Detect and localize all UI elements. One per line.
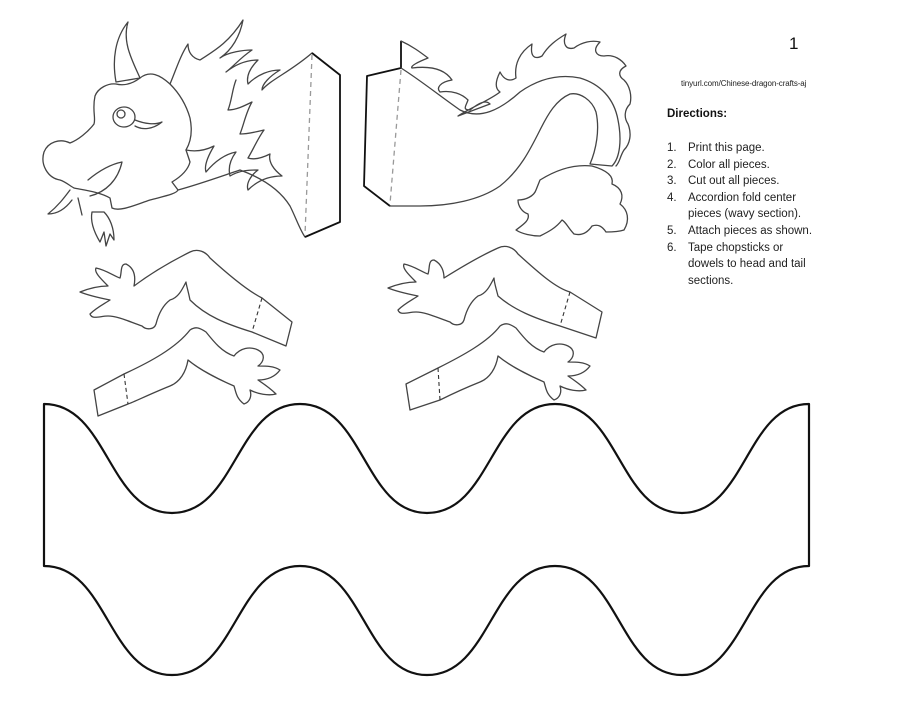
dragon-tail-piece	[363, 33, 632, 237]
step-text: Print this page.	[688, 142, 765, 154]
direction-step: 4. Accordion fold center pieces (wavy se…	[667, 190, 817, 223]
wavy-body-piece	[42, 402, 811, 677]
step-text: Attach pieces as shown.	[688, 224, 813, 237]
direction-step: 5. Attach pieces as shown.	[667, 223, 817, 240]
directions-list: 1. Print this page. 2. Color all pieces.…	[667, 140, 817, 289]
step-number: 4.	[667, 191, 677, 204]
direction-step: 3. Cut out all pieces.	[667, 173, 817, 190]
step-text: Tape chopsticks or dowels to head and ta…	[688, 241, 806, 287]
step-number: 6.	[667, 241, 677, 254]
step-number: 3.	[667, 175, 677, 188]
right-legs-pieces	[387, 245, 603, 411]
page-number: 1	[789, 34, 799, 53]
step-number: 5.	[667, 224, 677, 237]
step-text: Accordion fold center pieces (wavy secti…	[688, 191, 802, 221]
directions-heading: Directions:	[667, 108, 728, 120]
source-url: tinyurl.com/Chinese-dragon-crafts-aj	[681, 79, 807, 88]
step-text: Cut out all pieces.	[688, 175, 780, 188]
step-number: 1.	[667, 142, 677, 154]
dragon-head-piece	[42, 19, 341, 247]
direction-step: 2. Color all pieces.	[667, 157, 817, 174]
step-text: Color all pieces.	[688, 158, 770, 171]
direction-step: 1. Print this page.	[667, 140, 817, 157]
direction-step: 6. Tape chopsticks or dowels to head and…	[667, 240, 817, 290]
step-number: 2.	[667, 158, 677, 171]
left-legs-pieces	[79, 249, 293, 417]
